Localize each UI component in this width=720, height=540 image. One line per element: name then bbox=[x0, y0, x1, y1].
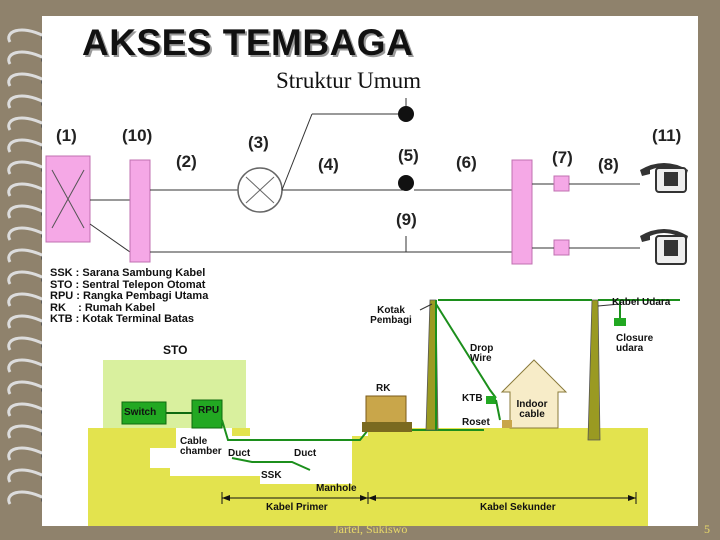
label-11: (11) bbox=[652, 126, 682, 145]
spiral-ring bbox=[7, 72, 45, 87]
component-7-box-lower bbox=[553, 239, 570, 256]
house bbox=[500, 359, 568, 429]
switch-label: Switch bbox=[124, 407, 157, 418]
spiral-ring bbox=[7, 182, 45, 197]
label-7: (7) bbox=[552, 148, 573, 167]
closure-udara bbox=[614, 318, 626, 326]
spiral-ring bbox=[7, 358, 45, 373]
kabel-udara-label: Kabel Udara bbox=[612, 297, 671, 308]
legend-item: RK : Rumah Kabel bbox=[50, 301, 156, 314]
spiral-ring bbox=[7, 446, 45, 461]
kabel-primer-label: Kabel Primer bbox=[266, 502, 328, 513]
spiral-ring bbox=[7, 402, 45, 417]
legend-item: KTB : Kotak Terminal Batas bbox=[50, 313, 195, 325]
rpu-box bbox=[191, 399, 223, 429]
label-9: (9) bbox=[396, 210, 417, 229]
duct-label-2: Duct bbox=[294, 448, 317, 459]
spiral-ring bbox=[7, 50, 45, 65]
label-5: (5) bbox=[398, 146, 419, 165]
label-3: (3) bbox=[248, 133, 269, 152]
spiral-ring bbox=[7, 28, 45, 43]
component-6-frame bbox=[511, 159, 533, 265]
spiral-ring bbox=[7, 160, 45, 175]
label-4: (4) bbox=[318, 155, 339, 174]
spiral-ring bbox=[7, 292, 45, 307]
pole-right bbox=[587, 299, 601, 441]
cable-chamber-label: Cable chamber bbox=[180, 436, 222, 457]
legend-item: RPU : Rangka Pembagi Utama bbox=[50, 290, 209, 302]
kabel-sekunder-label: Kabel Sekunder bbox=[480, 502, 556, 513]
label-2: (2) bbox=[176, 152, 197, 171]
sto-label: STO bbox=[163, 343, 188, 357]
label-6: (6) bbox=[456, 153, 477, 172]
node-5-top bbox=[398, 106, 414, 122]
spiral-ring bbox=[7, 490, 45, 505]
indoor-cable-label: Indoor cable bbox=[516, 399, 548, 420]
spiral-ring bbox=[7, 336, 45, 351]
duct-label-1: Duct bbox=[228, 448, 251, 459]
manhole-label: Manhole bbox=[316, 483, 357, 494]
spiral-ring bbox=[7, 424, 45, 439]
spiral-ring bbox=[7, 270, 45, 285]
telephone-icon bbox=[640, 229, 688, 265]
spiral-ring bbox=[7, 314, 45, 329]
footer-author: Jartel, Sukiswo bbox=[334, 522, 408, 536]
spiral-ring bbox=[7, 94, 45, 109]
ssk-label: SSK bbox=[261, 470, 282, 481]
spiral-ring bbox=[7, 248, 45, 263]
ktb-label: KTB bbox=[462, 393, 483, 404]
telephone-icon bbox=[640, 163, 688, 193]
page-number: 5 bbox=[704, 522, 710, 536]
spiral-ring bbox=[7, 468, 45, 483]
rpu-label: RPU bbox=[198, 405, 220, 416]
spiral-ring bbox=[7, 138, 45, 153]
spiral-ring bbox=[7, 226, 45, 241]
component-7-box bbox=[553, 175, 570, 192]
page-subtitle: Struktur Umum bbox=[276, 68, 422, 93]
spiral-ring bbox=[7, 204, 45, 219]
spiral-ring bbox=[7, 116, 45, 131]
roset-label: Roset bbox=[462, 417, 490, 428]
page-title: AKSES TEMBAGA bbox=[82, 22, 414, 63]
rk-label: RK bbox=[376, 383, 391, 394]
label-1: (1) bbox=[56, 126, 77, 145]
drop-wire-label: Drop Wire bbox=[470, 343, 494, 364]
spiral-ring bbox=[7, 380, 45, 395]
kotak-pembagi-label: Kotak Pembagi bbox=[370, 305, 412, 326]
closure-udara-label: Closure udara bbox=[616, 333, 654, 354]
legend-item: STO : Sentral Telepon Otomat bbox=[50, 278, 206, 291]
legend-item: SSK : Sarana Sambung Kabel bbox=[50, 267, 206, 279]
abbreviation-legend: SSK : Sarana Sambung Kabel STO : Sentral… bbox=[50, 267, 209, 326]
label-10: (10) bbox=[122, 126, 153, 145]
ground bbox=[88, 428, 648, 526]
label-8: (8) bbox=[598, 155, 619, 174]
node-5-bottom bbox=[398, 175, 414, 191]
component-10-frame bbox=[129, 159, 151, 263]
rk-cabinet bbox=[365, 395, 407, 425]
